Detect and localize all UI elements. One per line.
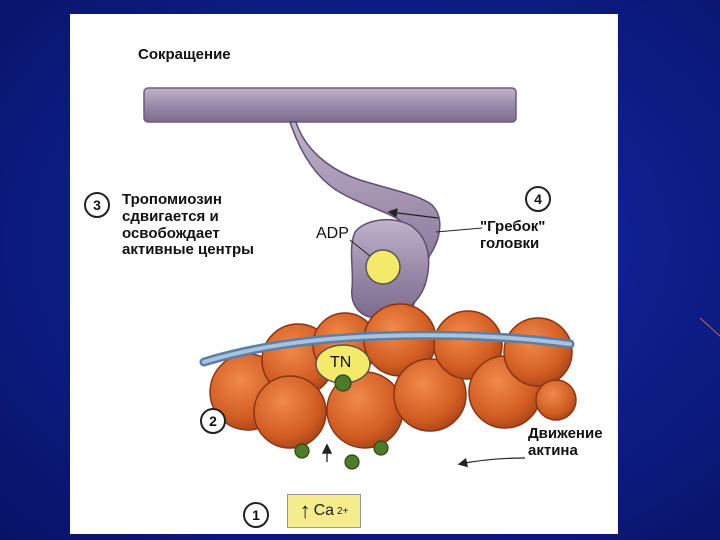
step-4-line: "Гребок" [480, 218, 546, 235]
diagram-title: Сокращение [138, 46, 231, 63]
bound-calcium [334, 374, 352, 392]
actin-motion-arrow [457, 457, 526, 468]
calcium-ion [373, 440, 389, 456]
step-3-line: Тропомиозин [122, 191, 222, 208]
adp-label: ADP [316, 225, 349, 242]
adp-pointer [349, 239, 371, 257]
actin-motion-line: актина [528, 441, 578, 459]
step-4-line: головки [480, 234, 540, 252]
up-arrow-icon: ↑ [299, 498, 311, 523]
calcium-label: Ca [313, 502, 335, 519]
step-3-line: сдвигается и [122, 207, 219, 225]
tn-label: TN [330, 354, 352, 371]
adp-molecule [365, 249, 401, 285]
step-3-caption: Тропомиозин сдвигается и освобождает акт… [122, 191, 254, 259]
step-4-badge: 4 [525, 186, 551, 212]
myosin-filament [143, 87, 517, 123]
actin-motion-caption: Движение актина [528, 425, 603, 460]
step-2-badge: 2 [200, 408, 226, 434]
tropomyosin-highlight [202, 333, 572, 364]
myosin-head [288, 121, 441, 319]
calcium-ion [344, 454, 360, 470]
stroke-arrow [387, 208, 439, 219]
decor-line [699, 317, 720, 337]
step-3-line: активные центры [122, 241, 254, 259]
step-1-badge: 1 [243, 502, 269, 528]
calcium-ion [294, 443, 310, 459]
actin-filament [209, 303, 577, 449]
calcium-charge: 2+ [337, 505, 349, 517]
step-3-line: освобождает [122, 224, 220, 242]
step-4-caption: "Гребок" головки [480, 218, 546, 253]
step-3-badge: 3 [84, 192, 110, 218]
step4-pointer [435, 227, 483, 233]
actin-motion-line: Движение [528, 425, 603, 442]
